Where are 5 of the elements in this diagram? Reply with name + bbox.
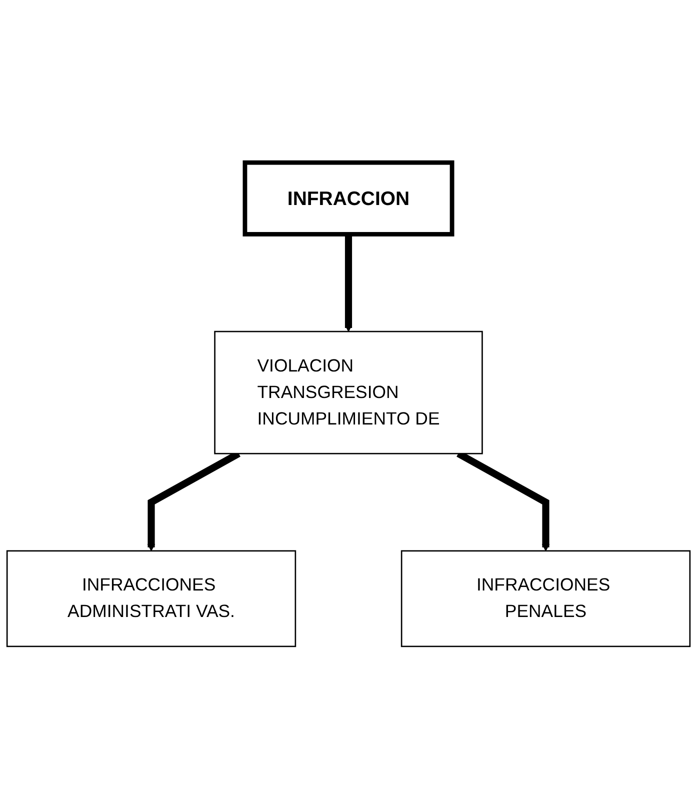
node-box: INFRACCION xyxy=(242,160,454,236)
node-box: INFRACCIONES ADMINISTRATI VAS. xyxy=(6,550,296,648)
node-box: VIOLACION TRANSGRESION INCUMPLIMIENTO DE xyxy=(214,330,483,454)
arrow xyxy=(344,234,352,332)
node-box: INFRACCIONES PENALES xyxy=(400,550,691,648)
